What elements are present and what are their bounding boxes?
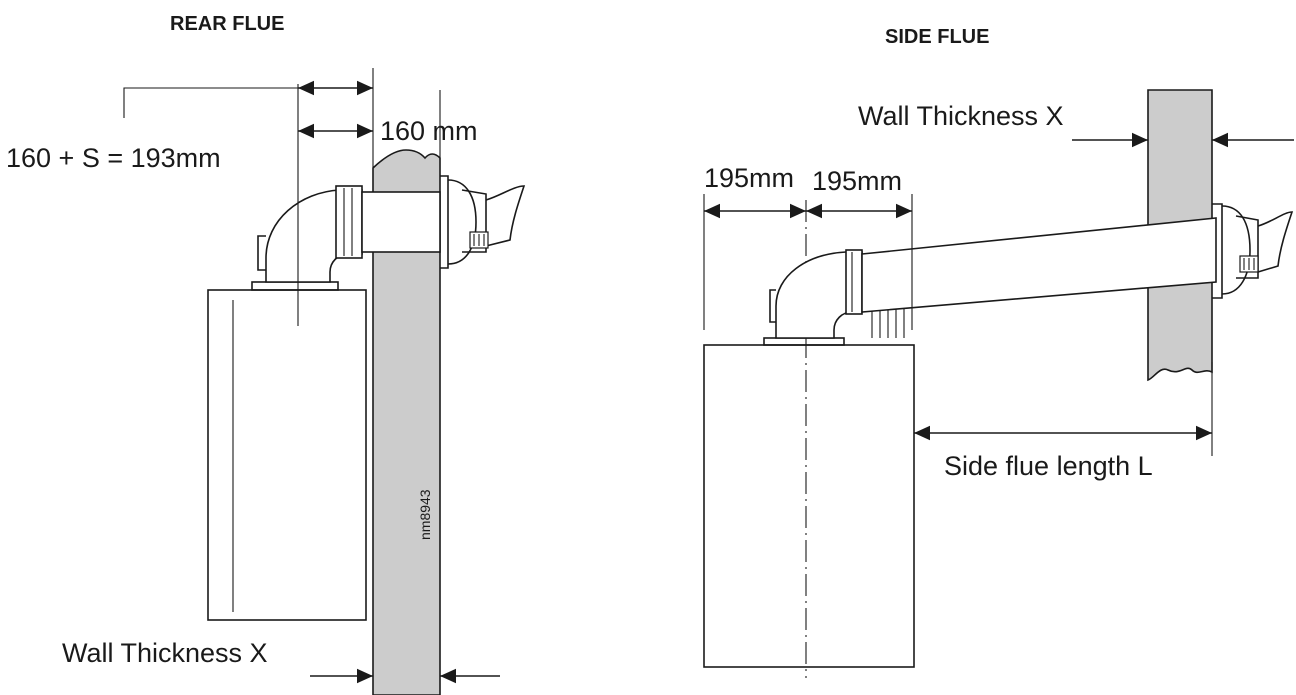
rear-elbow-joint	[335, 185, 363, 259]
side-flue-section: SIDE FLUE Wall Thickness X	[703, 26, 1294, 678]
rear-depth-label: 160 mm	[380, 116, 478, 146]
side-elbow-joint	[845, 249, 863, 315]
side-boiler	[703, 344, 915, 668]
rear-flue-pipe	[361, 191, 441, 253]
rear-flue-section: REAR FLUE 160	[6, 13, 526, 695]
side-length-label: Side flue length L	[944, 451, 1153, 481]
side-pipe-support	[871, 309, 905, 338]
side-flue-pipe	[861, 217, 1217, 313]
side-left-label: 195mm	[704, 163, 794, 193]
rear-flue-terminal	[440, 175, 526, 269]
rear-wall	[372, 149, 441, 695]
rear-offset-label: 160 + S = 193mm	[6, 143, 221, 173]
rear-wall-label: Wall Thickness X	[62, 638, 268, 668]
side-right-label: 195mm	[812, 166, 902, 196]
side-wall-label: Wall Thickness X	[858, 101, 1064, 131]
rear-boiler	[207, 289, 367, 621]
rear-offset-leader	[123, 87, 298, 118]
side-boiler-collar	[763, 337, 845, 346]
side-flue-terminal	[1212, 203, 1294, 299]
side-flue-title: SIDE FLUE	[885, 26, 989, 48]
rear-flue-title: REAR FLUE	[170, 13, 284, 35]
rear-boiler-collar	[251, 281, 339, 291]
drawing-code: nm8943	[417, 489, 433, 540]
